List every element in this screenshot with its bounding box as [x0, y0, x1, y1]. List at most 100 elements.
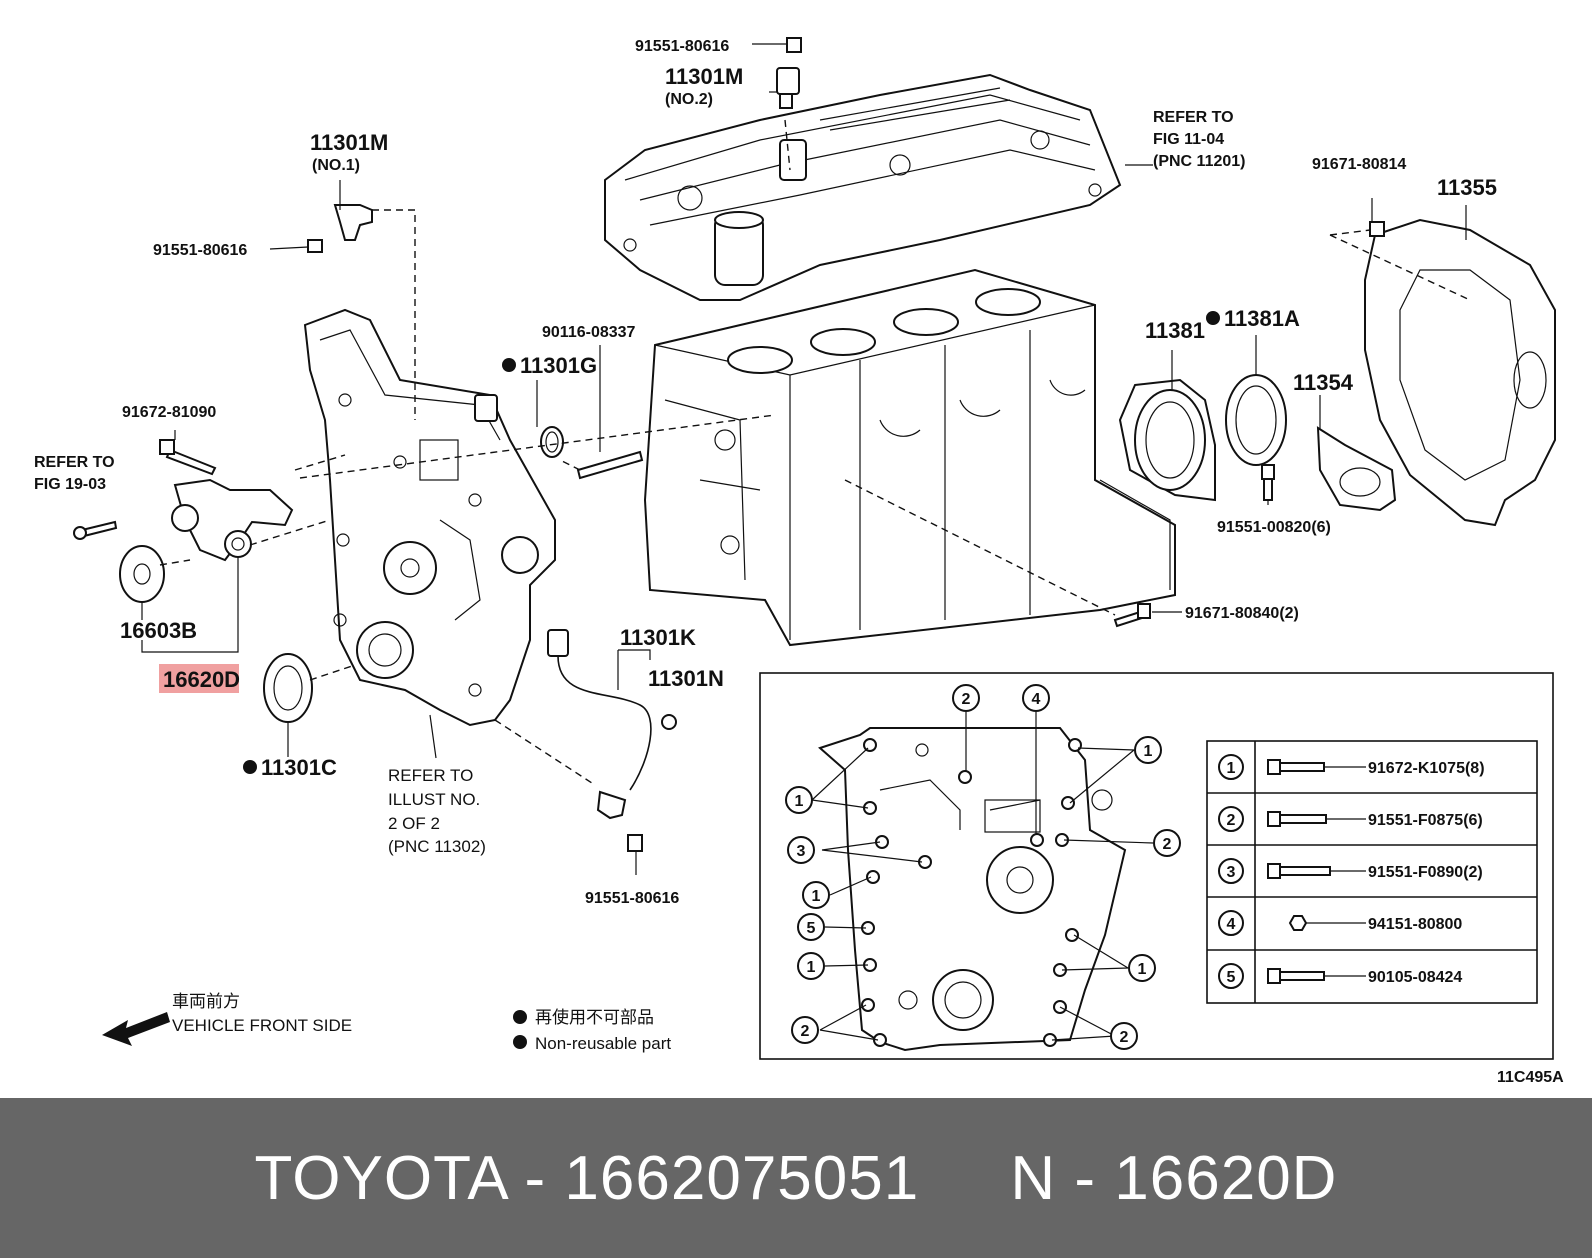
callout-clip-11301N: 11301N: [648, 666, 724, 691]
callout-refer-ill-a: REFER TO: [388, 766, 473, 785]
svg-text:3: 3: [797, 843, 806, 860]
callout-bolt-bottom: 91551-80616: [585, 890, 679, 907]
cylinder-block-drawing: [643, 268, 1176, 647]
detail-marker-3-left: 3: [787, 836, 815, 864]
detail-marker-2-top: 2: [952, 684, 980, 712]
svg-text:4: 4: [1227, 916, 1236, 933]
assembly-lines: [159, 119, 1471, 786]
legend: 車両前方 VEHICLE FRONT SIDE 再使用不可部品 Non-reus…: [102, 992, 671, 1053]
footer-brand: TOYOTA: [254, 1143, 507, 1213]
svg-text:2: 2: [1227, 812, 1236, 829]
callout-sensor-no1: 11301M: [310, 130, 388, 155]
legend-nonreuse-en: Non-reusable part: [535, 1034, 671, 1053]
callout-bolt-91551-00820: 91551-00820(6): [1217, 519, 1331, 536]
legend-front-cn: 車両前方: [172, 992, 240, 1011]
callout-seal-11381: 11381: [1145, 318, 1205, 343]
detail-marker-1-left-top: 1: [785, 786, 813, 814]
nonreuse-dot-11301G: [502, 358, 516, 372]
bolt-table-part: 91672-K1075(8): [1368, 760, 1485, 777]
detail-marker-2-left-bottom: 2: [791, 1016, 819, 1044]
bolt-table-row: 1 91672-K1075(8): [1218, 754, 1485, 780]
svg-text:1: 1: [1227, 760, 1236, 777]
bolt-table-row: 3 91551-F0890(2): [1218, 858, 1483, 884]
highlight-box: [159, 664, 239, 693]
callout-refer-1903-a: REFER TO: [34, 454, 115, 471]
bolt-icon: [1267, 968, 1325, 984]
callout-bolt-91671-80840: 91671-80840(2): [1185, 605, 1299, 622]
cylinder-head-cover-drawing: [604, 73, 1122, 301]
callout-bolt-left-sensor: 91551-80616: [153, 242, 247, 259]
bolt-table-row: 2 91551-F0875(6): [1218, 806, 1483, 832]
detail-marker-1-left-low: 1: [797, 952, 825, 980]
callout-tensioner-16620D: 16620D: [163, 667, 240, 692]
callout-bolt-91671-80814: 91671-80814: [1312, 156, 1406, 173]
svg-text:5: 5: [807, 920, 816, 937]
footer-sep: -: [1056, 1143, 1115, 1213]
engine-parts-diagram: 91551-80616 11301M (NO.2) REFER TO FIG 1…: [34, 37, 1564, 1086]
detail-marker-1-left-mid: 1: [802, 881, 830, 909]
callout-sensor-no2-sub: (NO.2): [665, 91, 713, 108]
front-arrow-icon: [102, 1012, 170, 1046]
long-bolt-icon: [1267, 759, 1325, 775]
nonreuse-dot-legend-2: [513, 1035, 527, 1049]
svg-text:1: 1: [795, 793, 804, 810]
small-parts-drawing: [73, 37, 1556, 852]
nonreuse-dot-11301C: [243, 760, 257, 774]
callout-stud: 90116-08337: [542, 324, 636, 341]
footer-sep: -: [506, 1143, 565, 1213]
detail-marker-4-top: 4: [1022, 684, 1050, 712]
bolt-icon: [1267, 863, 1331, 879]
bolt-table-part: 91551-F0875(6): [1368, 812, 1483, 829]
callout-bolt-top: 91551-80616: [635, 38, 729, 55]
callout-refer-ill-b: ILLUST NO.: [388, 790, 480, 809]
footer-n-label: N: [1010, 1143, 1057, 1213]
svg-text:3: 3: [1227, 864, 1236, 881]
detail-marker-1-right-low: 1: [1128, 954, 1156, 982]
footer-part-number: 1662075051: [564, 1143, 920, 1213]
detail-marker-2-right-bottom: 2: [1110, 1022, 1138, 1050]
detail-inset: 2 4 1 1 3 2 1 5: [759, 672, 1554, 1060]
callout-refer-1104-a: REFER TO: [1153, 109, 1234, 126]
svg-text:2: 2: [1120, 1029, 1129, 1046]
detail-marker-5-left: 5: [797, 913, 825, 941]
part-number-footer: TOYOTA - 1662075051 N - 16620D: [0, 1098, 1592, 1258]
svg-text:2: 2: [801, 1023, 810, 1040]
svg-text:1: 1: [812, 888, 821, 905]
detail-marker-2-right: 2: [1153, 829, 1181, 857]
leader-lines: [141, 43, 1467, 875]
detail-frame: [759, 672, 1554, 1060]
nonreuse-dot-11381A: [1206, 311, 1220, 325]
legend-front-en: VEHICLE FRONT SIDE: [172, 1016, 352, 1035]
callout-sensor-11301K: 11301K: [620, 625, 696, 650]
callout-refer-ill-d: (PNC 11302): [388, 837, 486, 856]
part-callouts: 91551-80616 11301M (NO.2) REFER TO FIG 1…: [34, 38, 1564, 1086]
callout-sensor-no1-sub: (NO.1): [312, 157, 360, 174]
callout-refer-ill-c: 2 OF 2: [388, 814, 440, 833]
svg-text:1: 1: [807, 959, 816, 976]
callout-refer-1903-b: FIG 19-03: [34, 476, 106, 493]
svg-text:5: 5: [1227, 969, 1236, 986]
legend-nonreuse-cn: 再使用不可部品: [535, 1007, 654, 1027]
callout-seal-11301C: 11301C: [261, 755, 337, 780]
bolt-table: 1 91672-K1075(8) 2 91551-F0875(6) 3: [1206, 740, 1538, 1004]
callout-seal-11381A: 11381A: [1224, 306, 1300, 331]
svg-text:1: 1: [1138, 961, 1147, 978]
svg-text:1: 1: [1144, 743, 1153, 760]
footer-title: TOYOTA - 1662075051 N - 16620D: [255, 1143, 1338, 1214]
bolt-table-part: 91551-F0890(2): [1368, 864, 1483, 881]
callout-sensor-no2: 11301M: [665, 64, 743, 89]
nut-icon: [1288, 915, 1308, 931]
svg-text:2: 2: [962, 691, 971, 708]
svg-text:4: 4: [1032, 691, 1041, 708]
callout-pulley-16603B: 16603B: [120, 618, 197, 643]
callout-oring-11301G: 11301G: [520, 353, 597, 378]
callout-plate-11355: 11355: [1437, 175, 1497, 200]
bolt-table-part: 90105-08424: [1368, 969, 1462, 986]
detail-marker-1-right-top: 1: [1134, 736, 1162, 764]
footer-gap: [919, 1144, 1010, 1213]
callout-cover-11354: 11354: [1293, 370, 1354, 395]
timing-chain-cover-drawing: [303, 308, 556, 727]
bolt-icon: [1267, 811, 1327, 827]
bolt-table-row: 5 90105-08424: [1218, 963, 1462, 989]
footer-pnc: 16620D: [1114, 1143, 1338, 1213]
